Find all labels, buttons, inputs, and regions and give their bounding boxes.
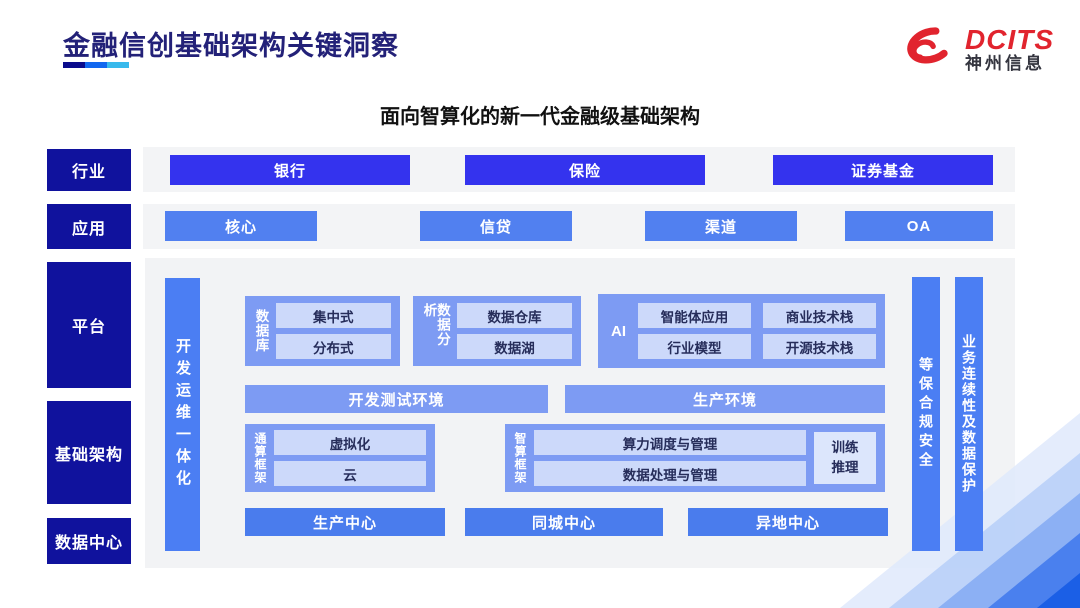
group-general-compute: 通算框架 虚拟化 云	[245, 424, 435, 492]
app-chip-credit: 信贷	[420, 211, 572, 241]
inference-label: 推理	[831, 460, 859, 475]
analytics-box-warehouse: 数据仓库	[457, 303, 572, 328]
sidebar-item-platform: 平台	[47, 262, 131, 388]
logo-brand-text: DCITS	[965, 24, 1054, 56]
ai-box-agent-apps: 智能体应用	[638, 303, 751, 328]
accent-segment	[85, 62, 107, 68]
dcits-swirl-icon	[893, 20, 957, 81]
db-box-distributed: 分布式	[275, 334, 391, 359]
group-intelligent-compute-label: 智算框架	[513, 432, 527, 484]
group-ai: AI 智能体应用 商业技术栈 行业模型 开源技术栈	[598, 294, 885, 368]
group-database: 数据库 集中式 分布式	[245, 296, 400, 366]
industry-chip-securities: 证券基金	[773, 155, 993, 185]
group-ai-label: AI	[611, 322, 626, 340]
business-continuity-bar: 业务连续性及数据保护	[955, 277, 983, 551]
accent-segment	[107, 62, 129, 68]
security-compliance-bar: 等保合规安全	[912, 277, 940, 551]
ic-box-compute-scheduling: 算力调度与管理	[534, 430, 806, 455]
logo-company-text: 神州信息	[965, 54, 1045, 74]
db-box-centralized: 集中式	[275, 303, 391, 328]
ic-box-data-processing: 数据处理与管理	[534, 461, 806, 486]
sidebar-item-industry: 行业	[47, 149, 131, 191]
app-chip-oa: OA	[845, 211, 993, 241]
analytics-box-lake: 数据湖	[457, 334, 572, 359]
env-bar-production: 生产环境	[565, 385, 885, 413]
gc-box-virtualization: 虚拟化	[274, 430, 426, 455]
group-intelligent-compute: 智算框架 算力调度与管理 数据处理与管理 训练 推理	[505, 424, 885, 492]
env-bar-devtest: 开发测试环境	[245, 385, 548, 413]
industry-chip-insurance: 保险	[465, 155, 705, 185]
gc-box-cloud: 云	[274, 461, 426, 486]
group-analytics-label: 数据分析	[421, 303, 451, 347]
accent-segment	[63, 62, 85, 68]
group-database-label: 数据库	[253, 309, 269, 353]
ai-box-opensource-stack: 开源技术栈	[763, 334, 876, 359]
app-chip-channel: 渠道	[645, 211, 797, 241]
page-title: 金融信创基础架构关键洞察	[63, 31, 399, 61]
group-general-compute-label: 通算框架	[253, 432, 267, 484]
center-chip-production: 生产中心	[245, 508, 445, 536]
title-accent-bar	[63, 62, 129, 68]
training-label: 训练	[831, 439, 859, 455]
center-chip-samecity: 同城中心	[465, 508, 663, 536]
group-analytics: 数据分析 数据仓库 数据湖	[413, 296, 581, 366]
sidebar-item-application: 应用	[47, 204, 131, 249]
industry-chip-bank: 银行	[170, 155, 410, 185]
logo: DCITS 神州信息	[893, 20, 1054, 81]
sidebar-item-infrastructure: 基础架构	[47, 401, 131, 504]
ic-box-training-inference: 训练 推理	[814, 432, 876, 484]
center-chip-remote: 异地中心	[688, 508, 888, 536]
ai-box-commercial-stack: 商业技术栈	[763, 303, 876, 328]
devops-bar: 开发运维一体化	[165, 278, 200, 551]
diagram-title: 面向智算化的新一代金融级基础架构	[380, 106, 700, 128]
app-chip-core: 核心	[165, 211, 317, 241]
sidebar-item-datacenter: 数据中心	[47, 518, 131, 564]
ai-box-industry-models: 行业模型	[638, 334, 751, 359]
